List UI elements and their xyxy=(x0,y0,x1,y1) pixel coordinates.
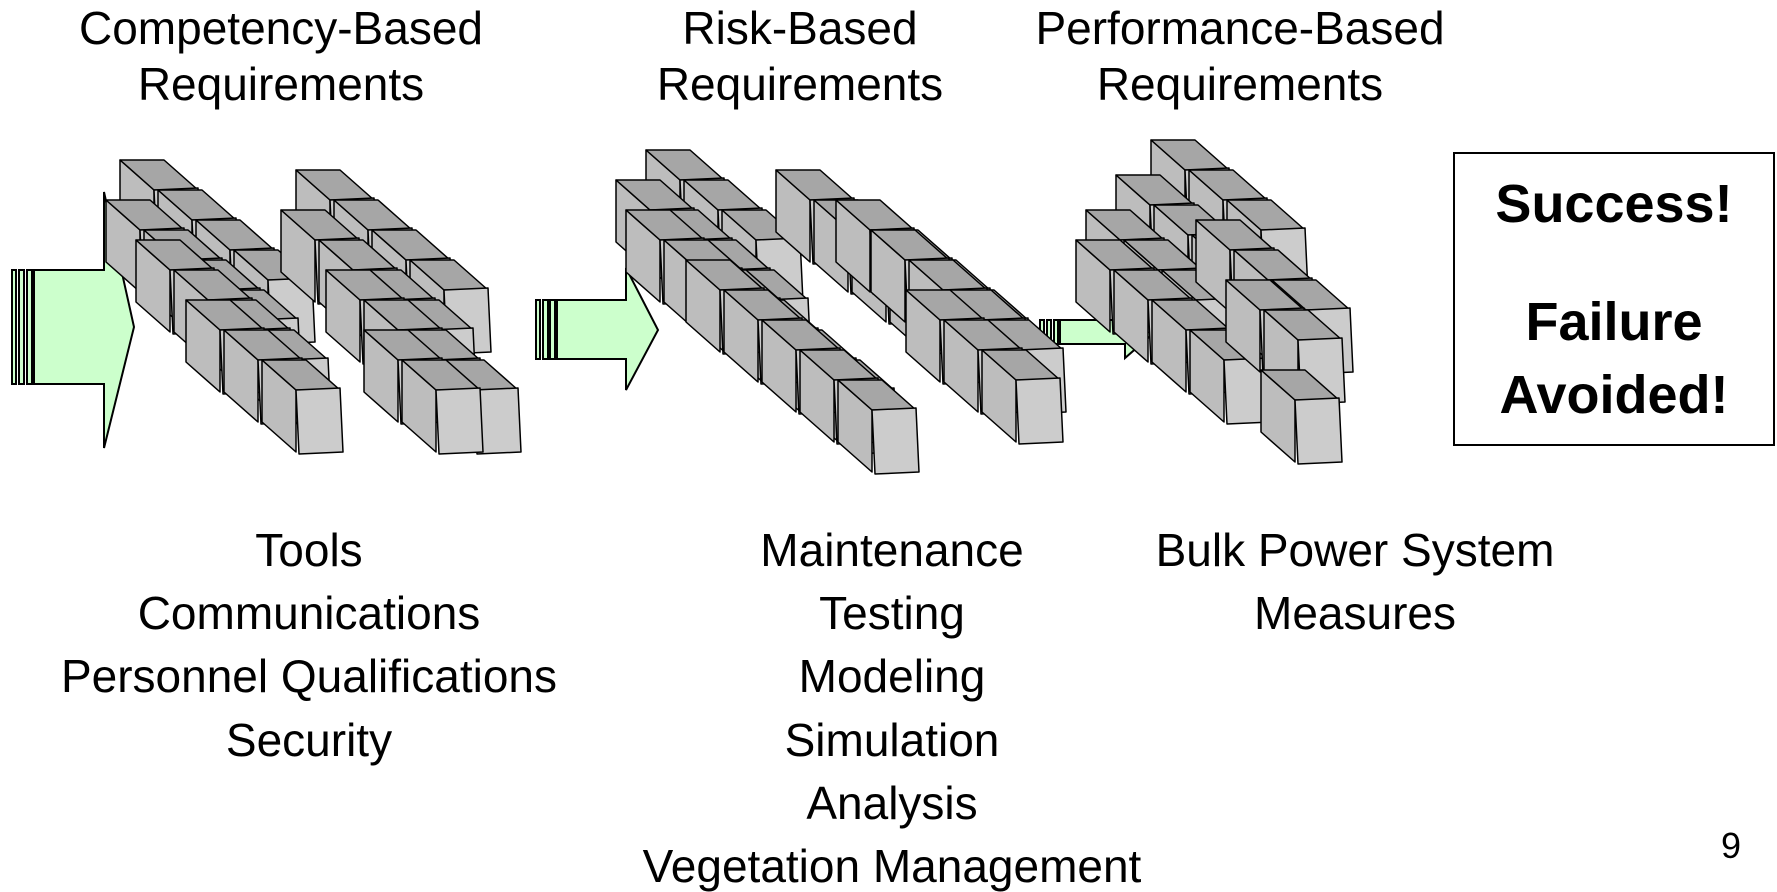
heading-risk-line1: Risk-Based xyxy=(682,2,917,54)
list-item: Personnel Qualifications xyxy=(61,650,557,702)
page-number: 9 xyxy=(1721,825,1741,866)
list-item: Measures xyxy=(1254,587,1456,639)
brick-cube xyxy=(837,379,920,475)
heading-performance-line2: Requirements xyxy=(1097,58,1383,110)
brick-cube xyxy=(981,349,1064,445)
list-item: Bulk Power System xyxy=(1156,524,1555,576)
brick-cube xyxy=(261,359,344,455)
list-item: Communications xyxy=(138,587,481,639)
list-performance: Bulk Power System Measures xyxy=(1156,524,1555,639)
brick-cube xyxy=(1260,369,1343,465)
brick-wall-competency xyxy=(105,159,522,455)
list-item: Tools xyxy=(255,524,362,576)
outcome-box: Success! Failure Avoided! xyxy=(1453,152,1775,446)
heading-competency-line1: Competency-Based xyxy=(79,2,483,54)
list-risk: Maintenance Testing Modeling Simulation … xyxy=(643,524,1142,892)
list-item: Modeling xyxy=(799,650,986,702)
list-item: Testing xyxy=(819,587,965,639)
outcome-line-1: Success! xyxy=(1495,174,1732,234)
list-item: Vegetation Management xyxy=(643,840,1142,892)
heading-risk-line2: Requirements xyxy=(657,58,943,110)
heading-competency-line2: Requirements xyxy=(138,58,424,110)
list-competency: Tools Communications Personnel Qualifica… xyxy=(61,524,557,766)
heading-performance-line1: Performance-Based xyxy=(1035,2,1444,54)
outcome-line-3: Avoided! xyxy=(1500,365,1729,425)
list-item: Security xyxy=(226,714,392,766)
outcome-line-2: Failure xyxy=(1525,292,1702,352)
list-item: Analysis xyxy=(806,777,977,829)
brick-wall-risk xyxy=(615,149,1067,475)
arrow-2 xyxy=(535,267,660,391)
list-item: Maintenance xyxy=(760,524,1023,576)
list-item: Simulation xyxy=(785,714,1000,766)
brick-wall-performance xyxy=(1075,139,1354,465)
brick-cube xyxy=(401,359,484,455)
